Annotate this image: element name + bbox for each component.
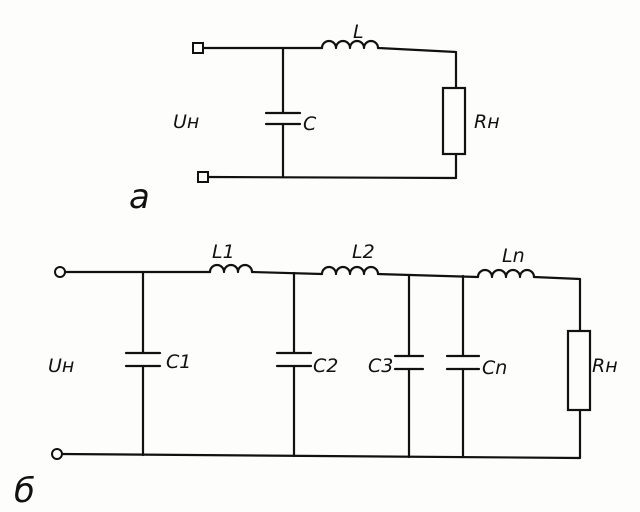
circuit-b-top-wire-4 — [532, 275, 582, 335]
circuit-a-caption: a — [129, 177, 150, 217]
circuit-b-input-terminal-bottom — [51, 448, 63, 460]
circuit-a-top-wire-right — [376, 46, 458, 92]
circuit-a-inductor-L — [320, 39, 380, 50]
circuit-a-label-U: Uн — [173, 111, 199, 133]
circuit-b-top-wire-2 — [250, 270, 324, 276]
circuit-a-input-terminal-top — [192, 42, 204, 54]
circuit-b-label-R: Rн — [592, 355, 618, 377]
circuit-b-inductor-L2 — [320, 265, 380, 276]
circuit-b-caption: б — [14, 471, 35, 511]
circuit-b-label-L1: L1 — [212, 241, 235, 263]
circuit-b-label-Ln: Ln — [502, 245, 525, 267]
circuit-a-bottom-wire — [205, 150, 458, 180]
circuit-b-label-L2: L2 — [352, 241, 375, 263]
circuit-b-label-C3: C3 — [368, 355, 393, 377]
circuit-b-bottom-wire — [58, 406, 582, 460]
circuit-b-resistor — [566, 329, 592, 412]
circuit-a-label-L: L — [353, 21, 364, 43]
circuit-b-inductor-Ln — [476, 268, 536, 279]
circuit-b-label-Cn: Cn — [482, 357, 507, 379]
circuit-b-inductor-L1 — [208, 263, 254, 274]
circuit-b-label-C1: C1 — [166, 351, 191, 373]
circuit-a: L C Uн Rн a — [129, 21, 500, 217]
circuit-b: L1 L2 Ln C1 C2 C3 Cn Uн Rн б — [14, 241, 618, 511]
circuit-b-label-U: Uн — [48, 355, 74, 377]
circuit-b-input-terminal-top — [54, 266, 66, 278]
circuit-a-label-C: C — [303, 113, 317, 135]
circuit-b-top-wire-3 — [376, 272, 480, 279]
circuit-a-resistor — [441, 86, 467, 156]
circuit-a-label-R: Rн — [474, 111, 500, 133]
circuit-a-input-terminal-bottom — [197, 171, 209, 183]
circuit-b-label-C2: C2 — [313, 355, 338, 377]
